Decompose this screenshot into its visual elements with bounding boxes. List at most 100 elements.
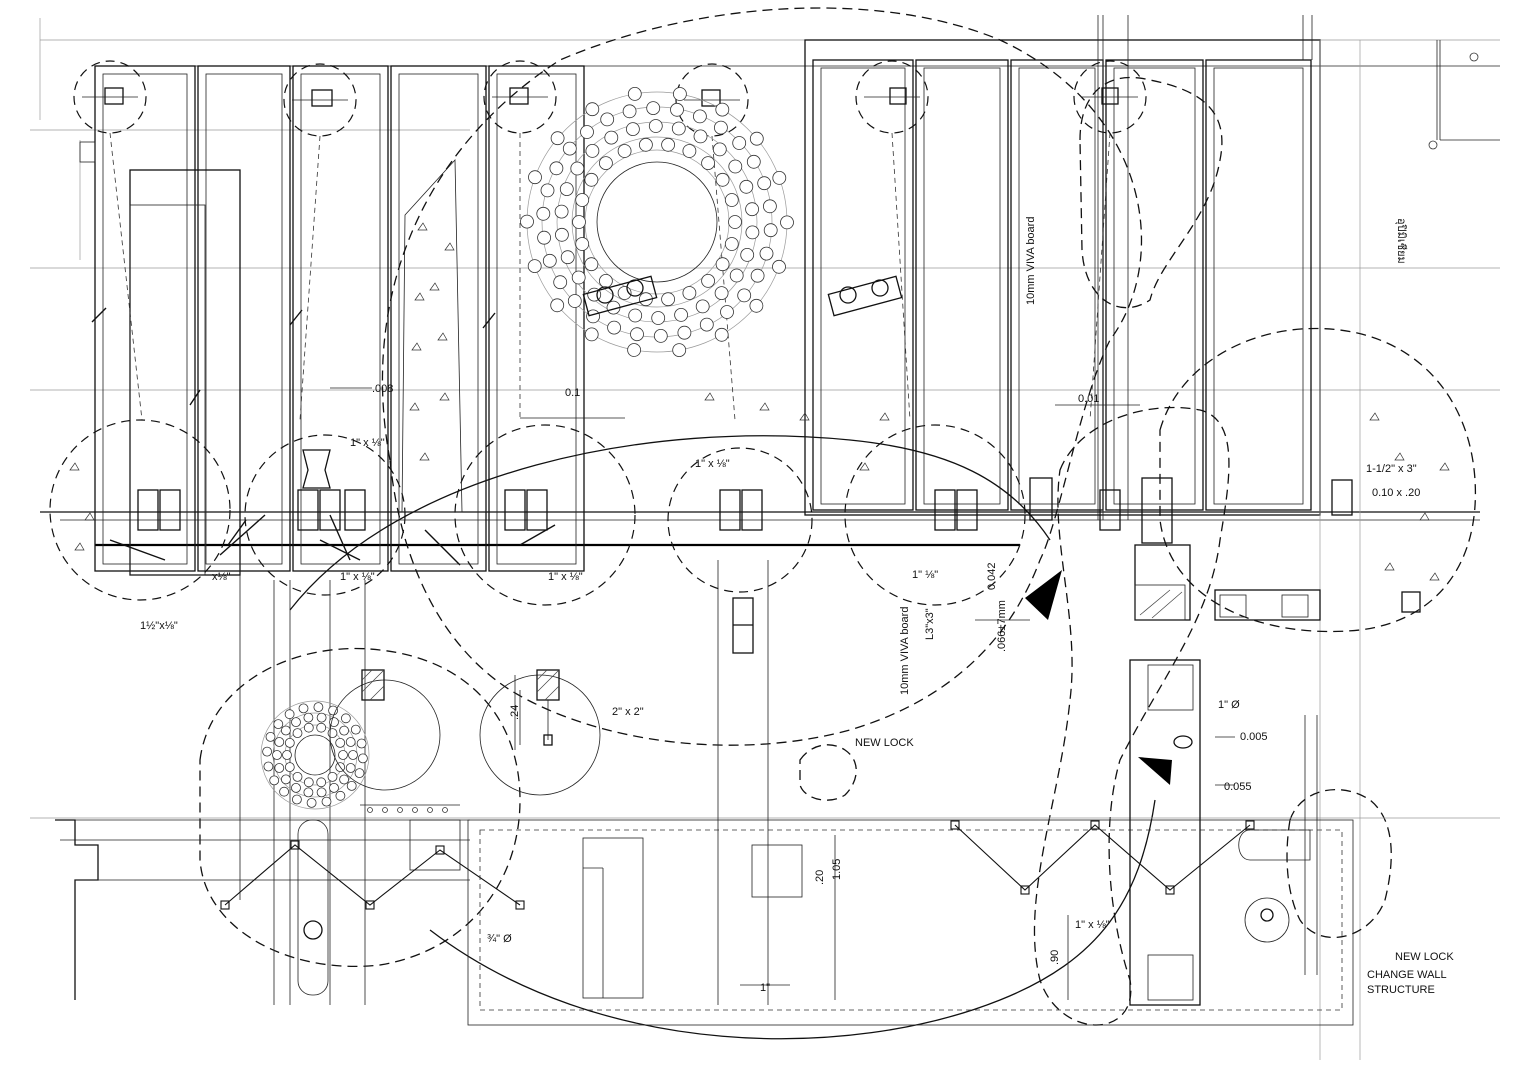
ring-dot — [695, 299, 710, 314]
ring-dot — [715, 102, 730, 117]
label-dim-01: 0.1 — [565, 387, 580, 399]
ring-dot — [269, 775, 280, 786]
ring-dot — [739, 179, 754, 194]
ring-dot — [284, 738, 295, 748]
ring-dot — [329, 783, 339, 793]
ring-dot — [298, 703, 309, 714]
ring-dot — [303, 712, 314, 723]
ring-dot — [670, 102, 684, 117]
ring-dot — [338, 750, 348, 760]
top-glazing-frames — [30, 15, 1500, 1060]
ring-dot — [303, 787, 314, 798]
label-dim-1x8-d: 1" x ⅛" — [695, 458, 730, 470]
ring-dot — [571, 270, 586, 285]
ring-dots-bottom — [262, 702, 368, 808]
ring-dot — [757, 176, 772, 191]
ring-dot — [357, 753, 368, 764]
label-thai-text: อุปิมิเชียม — [1395, 218, 1408, 264]
label-dim-x8: x⅛" — [212, 571, 231, 583]
ring-dot — [639, 137, 653, 152]
ring-dot — [585, 102, 600, 117]
slash-marks — [91, 307, 556, 566]
sweep-arcs — [289, 435, 1172, 1040]
ring-dot — [604, 130, 619, 145]
revision-clouds — [199, 7, 1477, 1026]
label-dim-105: 1.05 — [831, 859, 843, 880]
ring-dot — [715, 257, 730, 272]
label-dim-three-quarter-dia: ¾" Ø — [487, 933, 512, 945]
label-dim-1x8-e: 1" ⅛" — [912, 569, 938, 581]
ring-dot — [671, 121, 686, 136]
ring-dot — [693, 109, 707, 124]
ring-dot — [313, 702, 324, 712]
label-new-lock-top: NEW LOCK — [855, 737, 914, 749]
label-dim-001: 0.01 — [1078, 393, 1099, 405]
ring-dot — [677, 325, 692, 340]
ring-dot — [354, 768, 365, 778]
ring-dot — [345, 737, 356, 747]
ring-dot — [274, 737, 285, 747]
ring-dot — [575, 193, 590, 207]
ring-dot — [356, 738, 367, 749]
leader-lines — [109, 132, 1111, 421]
ring-dot — [599, 273, 613, 288]
ring-dot — [627, 87, 642, 101]
ring-dot — [673, 87, 687, 101]
ring-dot — [328, 705, 339, 716]
ring-dot — [263, 761, 274, 772]
label-l3x3: L3"x3" — [924, 608, 936, 640]
ring-dot — [575, 237, 590, 251]
ring-dot — [316, 722, 327, 733]
ring-dot — [555, 227, 569, 242]
ring-dot — [600, 112, 615, 127]
top-detail-circles — [73, 60, 1147, 137]
ring-dot — [327, 772, 338, 782]
ring-dots-top — [520, 87, 794, 358]
ring-dot — [306, 798, 317, 808]
ring-dot — [570, 161, 585, 176]
ring-dot — [280, 725, 291, 736]
label-dim-1x8-c: 1" x ⅛" — [548, 571, 583, 583]
ring-dot — [550, 298, 565, 313]
label-dim-0005: 0.005 — [1240, 731, 1268, 743]
ring-dot — [750, 268, 765, 283]
ring-dot — [646, 101, 661, 115]
ring-dot — [584, 257, 599, 272]
ring-dot — [714, 327, 729, 342]
ring-dot — [540, 183, 555, 198]
ring-dot — [273, 719, 284, 729]
ring-dot — [630, 327, 644, 342]
ring-dot — [617, 286, 632, 300]
ring-dot — [699, 317, 714, 332]
ring-dot — [284, 762, 295, 772]
ring-dot — [549, 161, 564, 176]
label-dim-008: .008 — [372, 383, 393, 395]
ring-dot — [732, 136, 747, 150]
ring-dot — [340, 713, 351, 724]
ring-dot — [737, 288, 752, 303]
ring-dot — [335, 790, 346, 801]
ring-dot — [745, 225, 760, 240]
ring-dot — [542, 253, 557, 268]
ring-dot — [585, 143, 600, 158]
label-change-wall-2: STRUCTURE — [1367, 984, 1435, 996]
ring-dot — [282, 750, 292, 760]
ring-dot — [520, 214, 534, 229]
ring-dot — [292, 728, 303, 738]
ring-dot — [728, 159, 743, 174]
ring-dot — [648, 119, 663, 133]
ring-dot — [584, 327, 599, 342]
label-dim-20: .20 — [814, 870, 826, 885]
ring-dot — [714, 120, 728, 135]
ring-dot — [584, 172, 599, 187]
ring-dot — [554, 204, 569, 219]
ring-dot — [715, 172, 730, 187]
ring-dot — [763, 223, 778, 238]
label-dim-1x8-bottom: 1" x ⅛" — [1075, 919, 1110, 931]
label-dim-024: .24 — [509, 705, 521, 720]
door-linkage — [220, 820, 1255, 910]
ring-dot — [712, 142, 727, 157]
ring-dot — [607, 320, 621, 335]
ring-dot — [772, 170, 787, 185]
ring-dot — [728, 215, 742, 229]
